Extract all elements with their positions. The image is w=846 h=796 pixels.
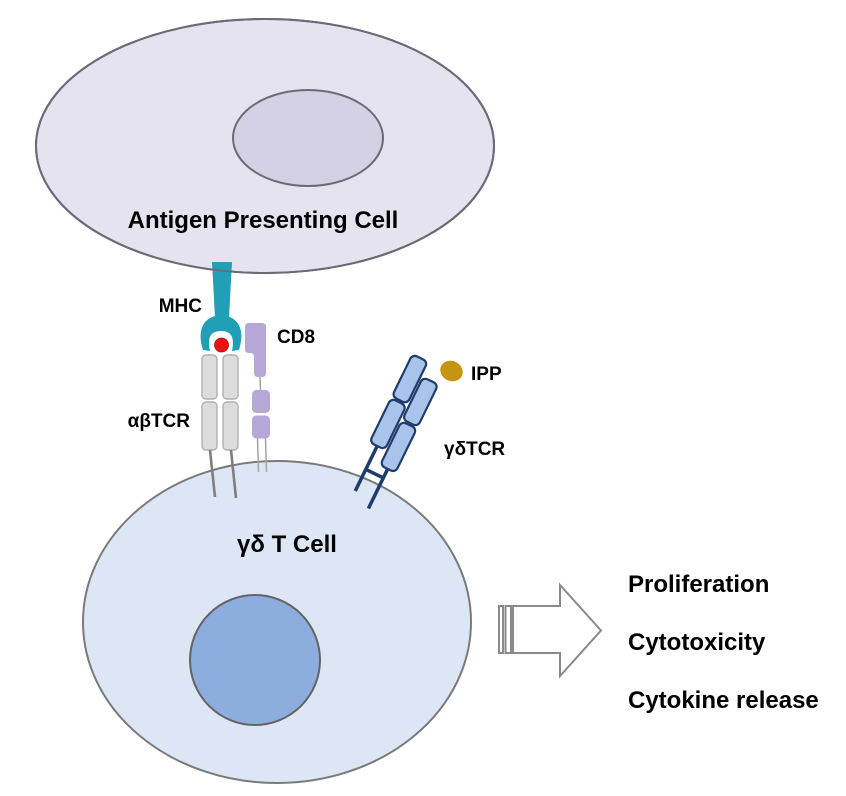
mhc-stalk <box>212 262 232 321</box>
cd8-label: CD8 <box>277 327 315 348</box>
cd8-domain <box>252 390 270 413</box>
cd8-domain <box>252 415 270 439</box>
abtcr-stalk-line <box>229 449 238 499</box>
outcome-proliferation: Proliferation <box>628 571 769 598</box>
ipp-label: IPP <box>471 364 502 385</box>
abtcr-label: αβTCR <box>128 411 191 432</box>
gdtcr-domains <box>370 354 438 473</box>
gdtcr-crossbar-line <box>363 467 386 481</box>
mhc-label: MHC <box>159 296 203 317</box>
mhc-binding-groove <box>200 315 242 351</box>
outcome-cytotoxicity: Cytotoxicity <box>628 629 766 656</box>
cd8-coreceptor <box>245 323 270 439</box>
antigen-peptide-dot <box>214 337 229 353</box>
arrow-body <box>512 582 603 679</box>
abtcr-stalk-line <box>208 449 217 498</box>
arrow-stripe <box>504 605 512 654</box>
gdtcr-domain <box>403 377 438 427</box>
gdtcr-domain <box>392 354 428 404</box>
cd8-top-domain <box>245 323 266 377</box>
ipp-molecule <box>440 360 463 382</box>
outcome-cytokine-release: Cytokine release <box>628 687 819 714</box>
cd8-connector-line <box>259 376 262 391</box>
abtcr-domain <box>201 354 218 400</box>
gdtcr-domain <box>370 398 406 450</box>
gdtcr-stalk-line <box>353 443 380 492</box>
apc-membrane-outline <box>35 18 495 274</box>
cd8-stalk-line <box>256 437 260 473</box>
abtcr-stalks <box>208 449 238 499</box>
mhc-molecule <box>200 262 242 351</box>
gdtcr-stalk-line <box>366 466 391 510</box>
apc-label: Antigen Presenting Cell <box>128 207 399 234</box>
abtcr-domain <box>201 401 218 451</box>
outcome-arrow <box>498 582 603 679</box>
cd8-stalk-line <box>264 437 268 473</box>
gdtcr-domain <box>380 421 417 473</box>
gdtcr-receptor <box>353 354 438 510</box>
abtcr-receptor <box>201 354 239 451</box>
apc-nucleus <box>232 89 384 187</box>
gdtcr-label: γδTCR <box>444 439 505 460</box>
abtcr-domain <box>222 354 239 400</box>
gdtcr-stalks <box>353 443 391 510</box>
arrow-stripe <box>498 605 504 654</box>
abtcr-domain <box>222 401 239 451</box>
cd8-stalks <box>256 376 268 473</box>
tcell-nucleus <box>189 594 321 726</box>
tcell-label: γδ T Cell <box>237 531 337 558</box>
